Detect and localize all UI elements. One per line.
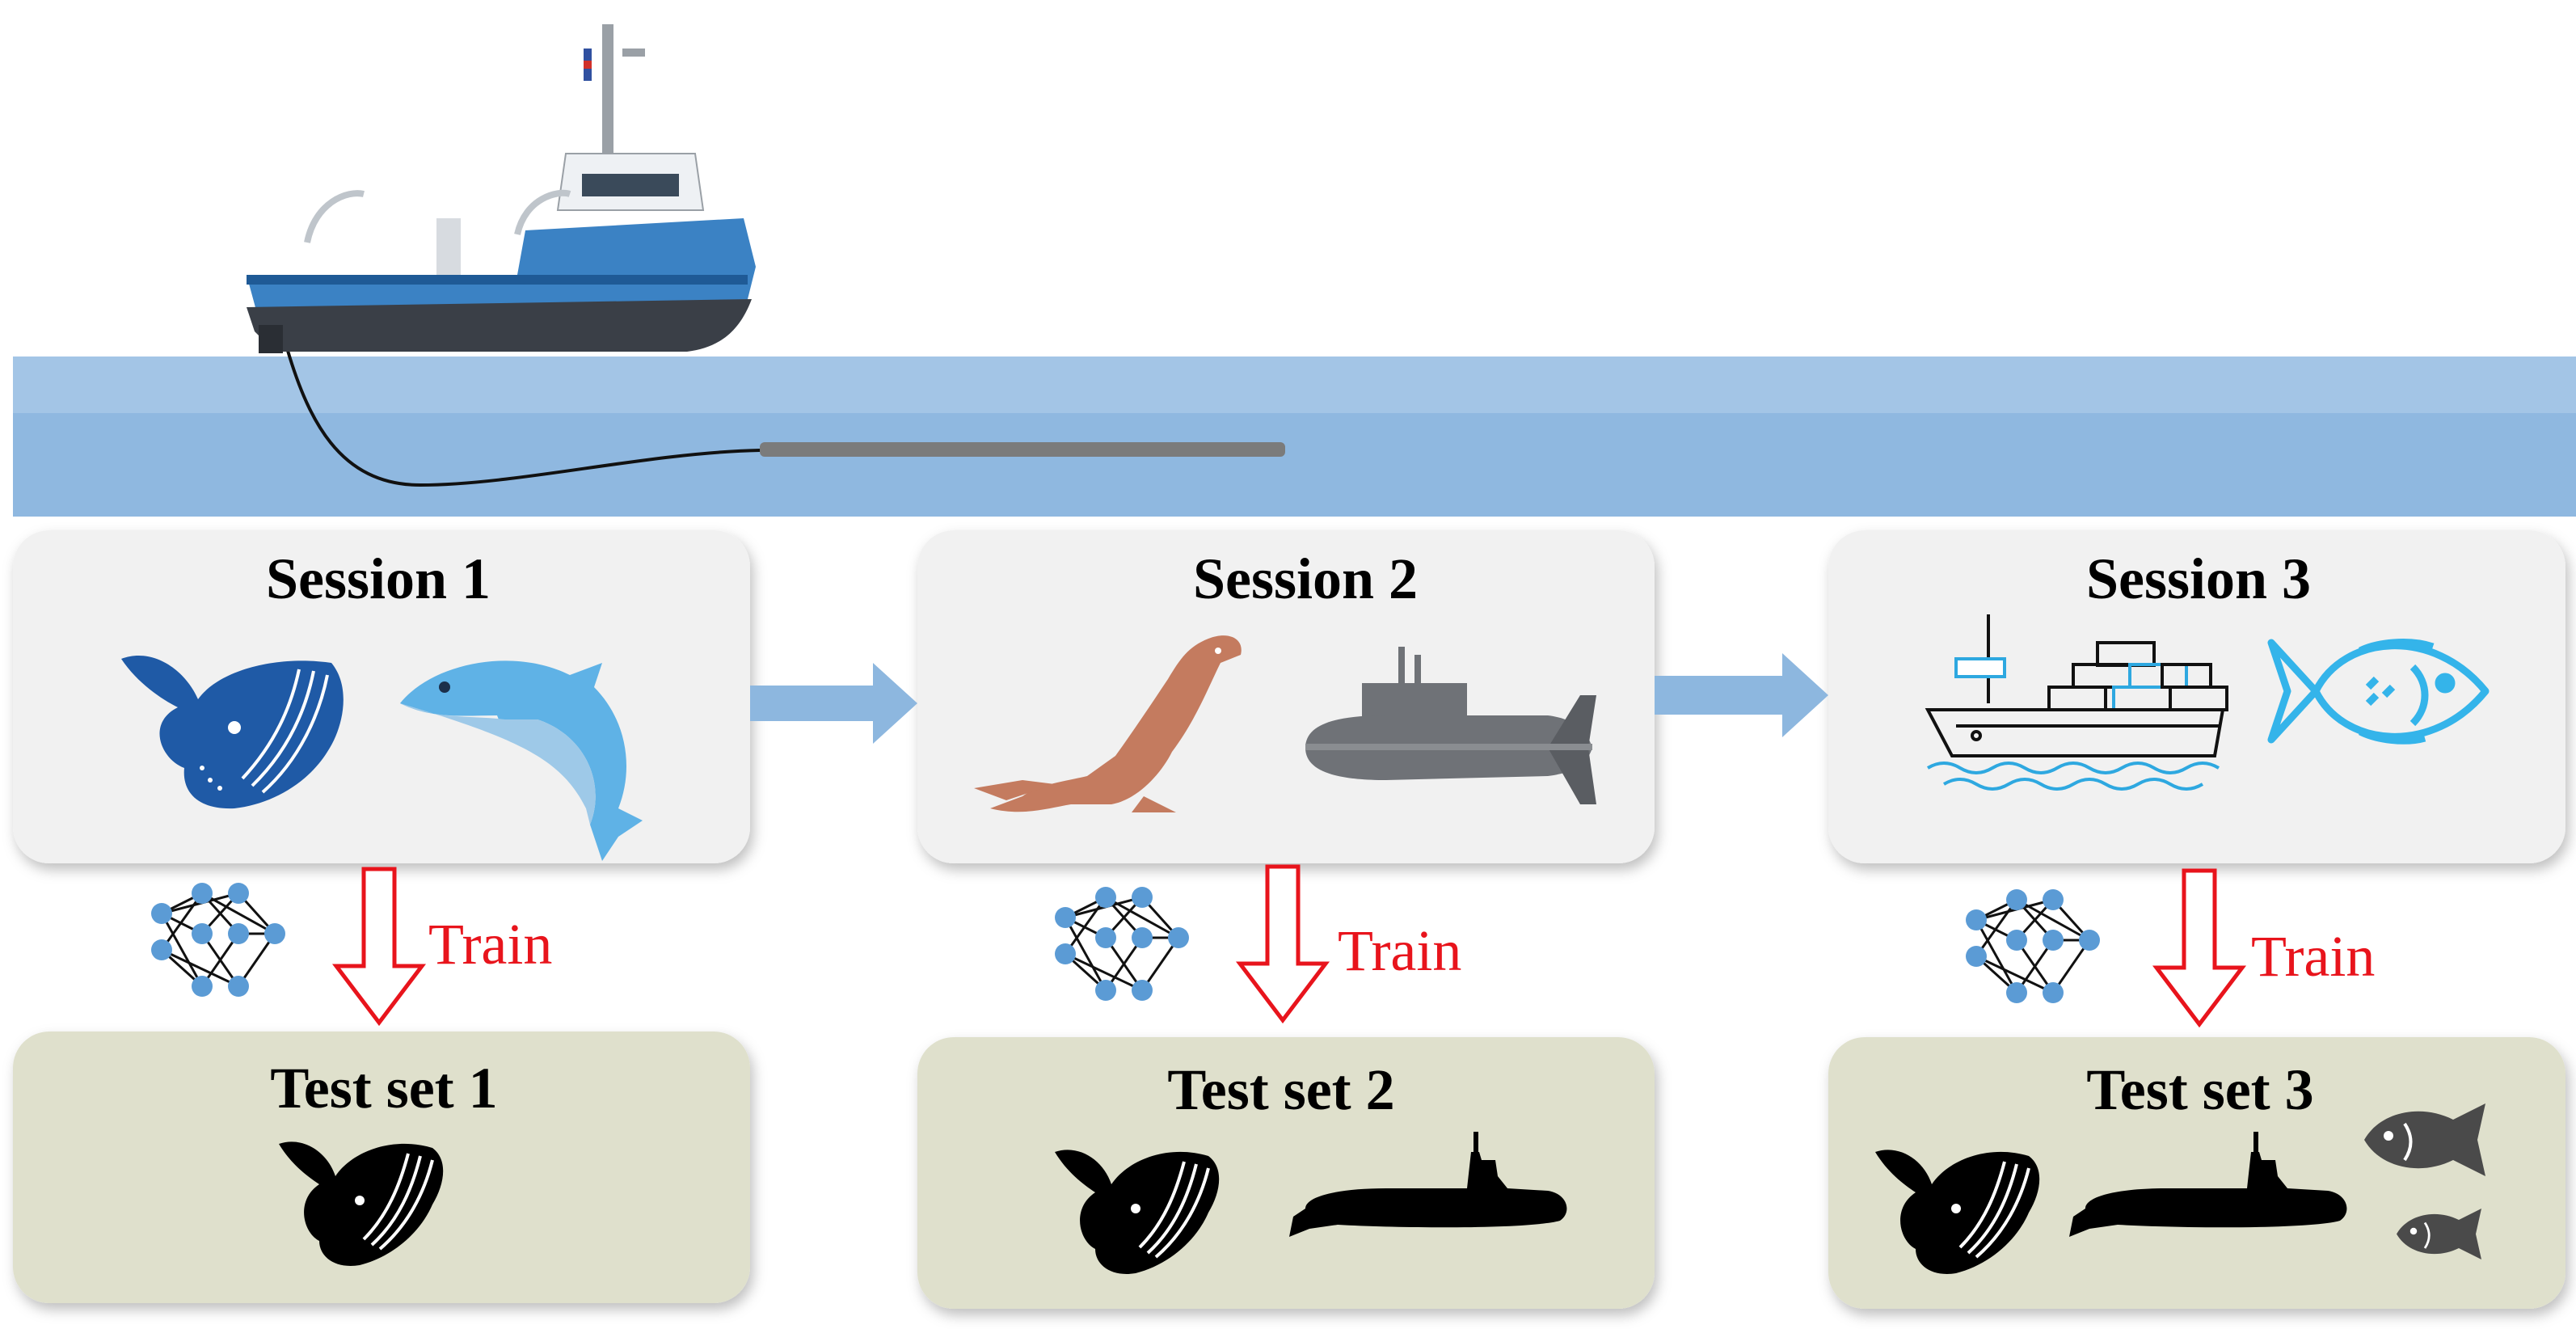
dolphin-icon <box>400 660 643 861</box>
survey-vessel-icon <box>247 24 756 353</box>
test-set-title-2: Test set 2 <box>1167 1057 1394 1122</box>
neural-network-icon-2 <box>1053 885 1191 1002</box>
flow-arrow-1 <box>750 663 917 744</box>
test-set-title-3: Test set 3 <box>2086 1057 2313 1122</box>
session-title-1: Session 1 <box>266 546 491 611</box>
humpback-whale-icon <box>121 656 344 809</box>
test-set-box-2: Test set 2 <box>917 1037 1655 1309</box>
session-title-3: Session 3 <box>2086 546 2311 611</box>
sea-lion-icon <box>974 635 1242 812</box>
train-arrow-2 <box>1240 867 1326 1020</box>
test-set-box-1: Test set 1 <box>13 1032 750 1303</box>
train-arrow-3 <box>2157 871 2242 1024</box>
cargo-ship-icon <box>1925 614 2228 791</box>
session-box-1: Session 1 <box>13 530 750 863</box>
test-set-title-1: Test set 1 <box>270 1056 497 1120</box>
sea <box>13 357 2576 517</box>
train-label-2: Train <box>1338 918 1461 983</box>
neural-network-icon-3 <box>1964 888 2102 1005</box>
neural-network-icon-1 <box>150 881 287 998</box>
train-label-3: Train <box>2251 924 2375 989</box>
flow-arrow-2 <box>1655 653 1828 737</box>
train-label-1: Train <box>428 912 552 977</box>
towed-sensor-array <box>283 339 1285 487</box>
train-arrow-1 <box>336 869 422 1023</box>
submarine-icon <box>1305 647 1596 804</box>
session-title-2: Session 2 <box>1193 546 1418 611</box>
test-set-box-3: Test set 3 <box>1828 1037 2565 1309</box>
session-box-3: Session 3 <box>1828 530 2565 863</box>
session-box-2: Session 2 <box>917 530 1655 863</box>
fish-icon <box>2267 639 2490 745</box>
